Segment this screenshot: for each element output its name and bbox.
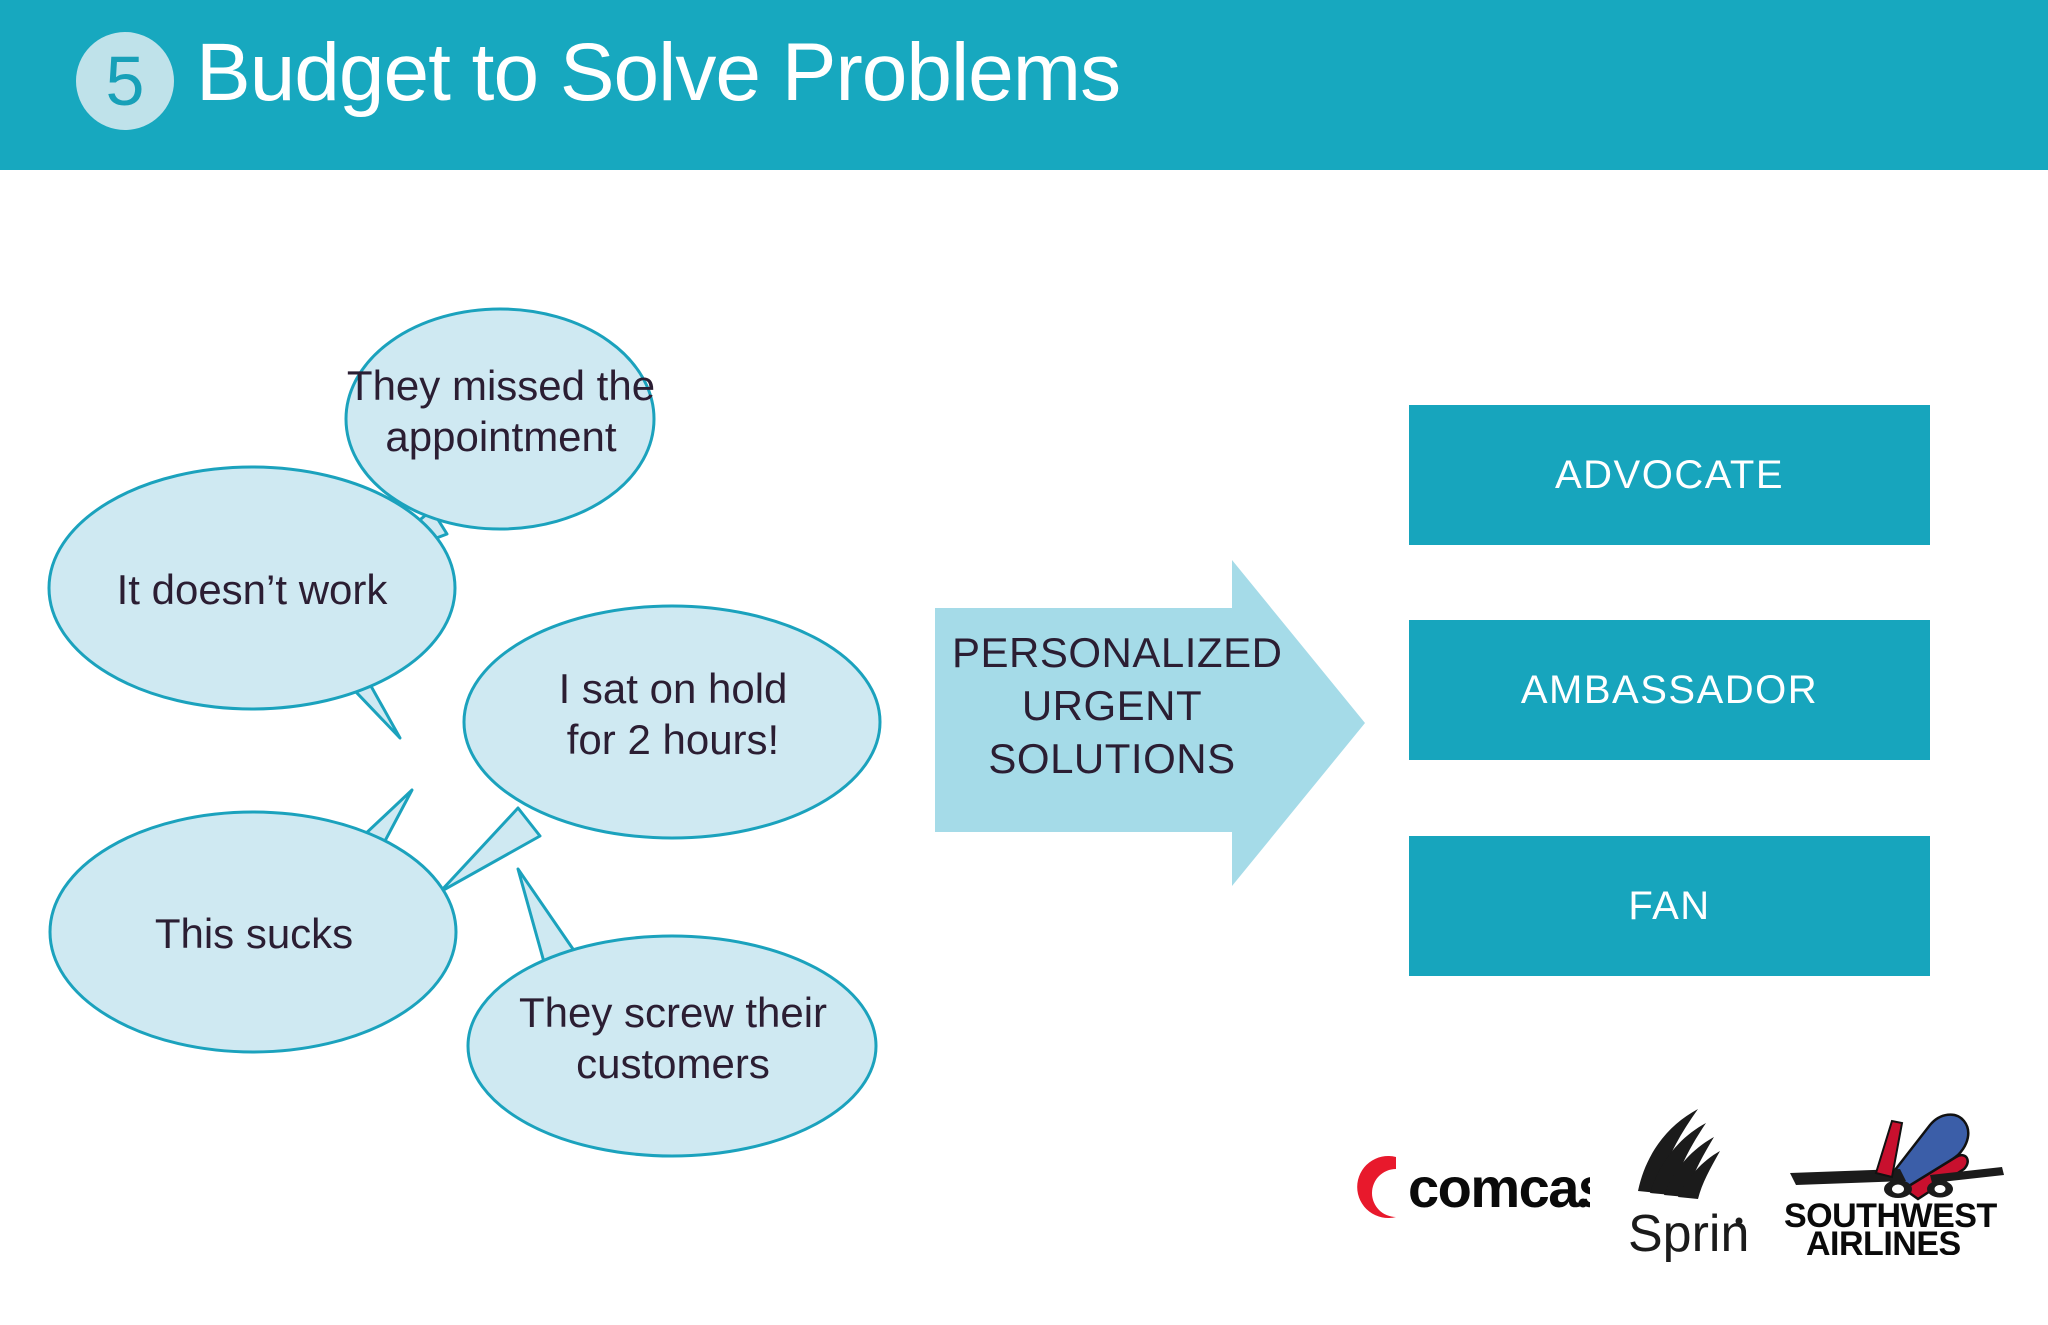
southwest-wordmark-line1: SOUTHWEST (1784, 1197, 1997, 1235)
speech-bubble-label-screw-customers: They screw their customers (518, 989, 828, 1088)
sprint-logo: Sprint (1620, 1103, 1764, 1268)
southwest-wordmark-line2: AIRLINES (1806, 1225, 1961, 1255)
speech-bubble-label-missed-appointment: They missed the appointment (346, 362, 656, 461)
page-title: Budget to Solve Problems (196, 27, 1121, 118)
speech-bubble-doesnt-work (47, 465, 457, 740)
process-arrow (935, 560, 1365, 886)
comcast-arc-icon (1357, 1156, 1396, 1218)
speech-bubble-label-doesnt-work: It doesn’t work (116, 566, 388, 613)
southwest-airplane-icon (1790, 1113, 2004, 1201)
speech-bubble-on-hold (438, 604, 882, 894)
process-arrow-label: PERSONALIZED URGENT SOLUTIONS (952, 629, 1283, 782)
speech-bubble-this-sucks (48, 788, 458, 1054)
speech-bubble-label-this-sucks: This sucks (154, 910, 354, 957)
southwest-logo: SOUTHWEST AIRLINES (1780, 1105, 2010, 1263)
speech-bubble-label-on-hold: I sat on hold for 2 hours! (558, 665, 788, 764)
outcome-box-ambassador: AMBASSADOR (1409, 620, 1930, 760)
svg-text:comcast: comcast (1408, 1156, 1590, 1219)
slide-header-bar: 5 Budget to Solve Problems (0, 0, 2048, 170)
brand-logo-strip: comcast Sprint (1340, 1095, 2040, 1275)
outcome-box-advocate: ADVOCATE (1409, 405, 1930, 545)
outcome-box-fan: FAN (1409, 836, 1930, 976)
svg-text:Sprint: Sprint (1628, 1205, 1750, 1263)
speech-bubble-screw-customers (466, 867, 878, 1158)
sprint-wing-icon (1638, 1109, 1720, 1199)
slide-number-badge: 5 (76, 32, 174, 130)
comcast-logo: comcast (1350, 1151, 1627, 1228)
